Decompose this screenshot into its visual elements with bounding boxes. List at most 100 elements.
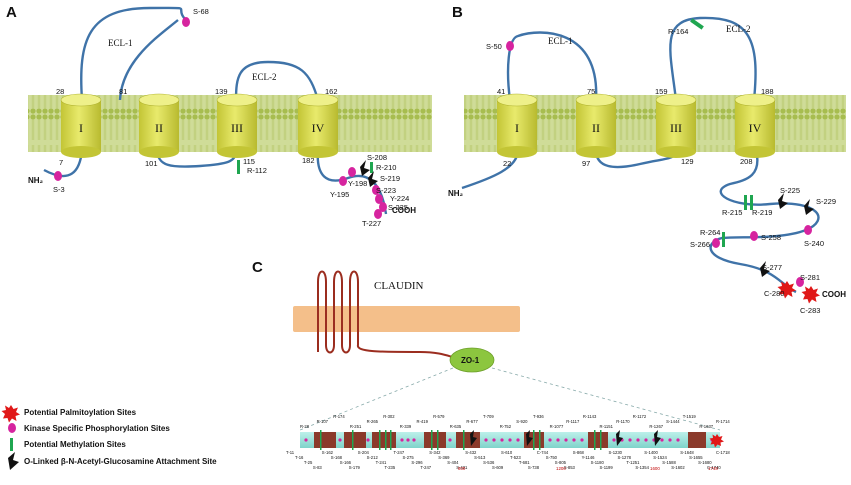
phospho-site-s225 xyxy=(379,202,387,212)
zo1-top-label: R-1151 xyxy=(600,424,614,429)
zo1-bottom-label: S-432 xyxy=(465,450,477,455)
zo1-bottom-label: S-1180 xyxy=(591,460,605,465)
zo1-top-label: R-1637 xyxy=(699,424,713,429)
ecl2-loop-b xyxy=(669,16,757,101)
boundary-75: 75 xyxy=(587,87,595,96)
glcnac-site-s219 xyxy=(368,171,378,187)
glcnac-site-s225 xyxy=(778,193,788,209)
zo1-top-label: T-1519 xyxy=(683,414,697,419)
site-label-s281: S-281 xyxy=(800,273,820,282)
glcnac-site-s277 xyxy=(760,261,770,277)
helix-iii-a: III xyxy=(216,93,258,158)
site-label-s68: S-68 xyxy=(193,7,209,16)
zo1-top-label: S-920 xyxy=(516,419,528,424)
zo1-top-label: R-635 xyxy=(450,424,462,429)
ecl2-label-b: ECL-2 xyxy=(726,24,751,34)
zo1-methyl-ticks xyxy=(320,430,602,450)
boundary-129: 129 xyxy=(681,157,694,166)
panel-b: B I II III IV xyxy=(448,4,846,315)
helix-ii-a: II xyxy=(138,93,180,158)
boundary-188: 188 xyxy=(761,87,774,96)
zo1-bottom-label: S-83 xyxy=(313,465,323,470)
zo1-top-label: R-419 xyxy=(417,419,429,424)
ecl1-label-b: ECL-1 xyxy=(548,36,573,46)
legend-palmitoylation-label: Potential Palmitoylation Sites xyxy=(24,408,137,417)
site-label-s225-b: S-225 xyxy=(780,186,800,195)
zo1-bottom-label: T-247 xyxy=(420,465,431,470)
palm-site-c280 xyxy=(777,281,796,299)
methyl-site-r164 xyxy=(690,18,704,30)
site-label-y224: Y-224 xyxy=(390,194,409,203)
site-label-r164: R-164 xyxy=(668,27,688,36)
helix-i-b: I xyxy=(496,93,538,158)
n-terminus-b: NH₂ xyxy=(448,189,464,198)
zo1-top-label: R-1172 xyxy=(633,414,647,419)
n-terminus-a: NH₂ xyxy=(28,176,44,185)
zo1-bottom-label: S-162 xyxy=(322,450,334,455)
phospho-site-s240 xyxy=(804,225,812,235)
claudin-membrane-box xyxy=(293,306,520,332)
site-label-s50: S-50 xyxy=(486,42,502,51)
site-label-r219: R-219 xyxy=(752,208,772,217)
boundary-22: 22 xyxy=(503,159,511,168)
zo1-bottom-label: S-1354 xyxy=(635,465,649,470)
zo1-top-label: R-1143 xyxy=(583,414,597,419)
methyl-site-r210 xyxy=(370,162,373,173)
zo1-bottom-label: C-744 xyxy=(537,450,549,455)
methyl-site-r219 xyxy=(750,195,753,210)
site-label-s223: S-223 xyxy=(376,186,396,195)
zo1-top-label: R-1267 xyxy=(649,424,663,429)
svg-text:II: II xyxy=(155,121,163,135)
zo1-top-label: R-579 xyxy=(433,414,445,419)
site-label-s277: S-277 xyxy=(762,263,782,272)
boundary-101: 101 xyxy=(145,159,158,168)
phospho-site-y198 xyxy=(348,167,356,177)
methyl-site-r112 xyxy=(237,160,240,174)
boundary-97: 97 xyxy=(582,159,590,168)
phospho-site-s258 xyxy=(750,231,758,241)
zo1-bottom-label: S-853 xyxy=(564,465,576,470)
phospho-site-s223 xyxy=(372,185,380,195)
panel-b-label: B xyxy=(452,4,463,21)
zo1-top-label: R-1077 xyxy=(550,424,564,429)
zo1-top-label: T-936 xyxy=(533,414,544,419)
zo1-top-label: R-752 xyxy=(500,424,512,429)
c-tail-a xyxy=(316,149,388,215)
phospho-site-s281 xyxy=(796,277,804,287)
zo1-blob xyxy=(449,347,495,373)
zo1-bottom-label: T-1251 xyxy=(626,460,640,465)
zo1-top-label: R-339 xyxy=(400,424,412,429)
panel-c: C CLAUDIN ZO-1 xyxy=(252,259,730,471)
svg-text:I: I xyxy=(515,121,519,135)
zo1-bottom-label: T-235 xyxy=(385,465,396,470)
site-label-y195: Y-195 xyxy=(330,190,349,199)
site-label-s266: S-266 xyxy=(690,240,710,249)
ecl1-loop-a xyxy=(80,6,189,101)
zo1-bottom-label: T-241 xyxy=(376,460,387,465)
zo1-top-labels: R-28R-107R-174R-251R-265R-302R-339R-419R… xyxy=(300,414,730,429)
c-terminus-a: COOH xyxy=(392,206,416,215)
zo1-bottom-label: S-805 xyxy=(555,460,567,465)
svg-text:III: III xyxy=(231,121,243,135)
site-label-c280: C-280 xyxy=(764,289,784,298)
site-label-s208: S-208 xyxy=(367,153,387,162)
phospho-site-y224 xyxy=(375,194,383,204)
ecl2-label-a: ECL-2 xyxy=(252,72,277,82)
site-label-s229: S-229 xyxy=(816,197,836,206)
panel-c-label: C xyxy=(252,259,263,276)
site-label-r215: R-215 xyxy=(722,208,742,217)
site-label-s240: S-240 xyxy=(804,239,824,248)
boundary-162: 162 xyxy=(325,87,338,96)
ecl2-loop-a xyxy=(234,60,320,101)
zo1-top-label: R-265 xyxy=(367,419,379,424)
zo1-bottom-label: S-609 xyxy=(492,465,504,470)
zo1-bottom-label: S-204 xyxy=(358,450,370,455)
zo1-bottom-label: S-179 xyxy=(349,465,361,470)
methyl-site-r215 xyxy=(744,195,747,210)
phospho-site-s50 xyxy=(506,41,514,51)
site-label-s3: S-3 xyxy=(53,185,65,194)
zo1-bottom-label: S-296 xyxy=(411,460,423,465)
claudin-loop xyxy=(316,270,457,359)
scale-1200: 1200 xyxy=(556,466,566,471)
zo1-bottom-label: S-513 xyxy=(474,455,486,460)
